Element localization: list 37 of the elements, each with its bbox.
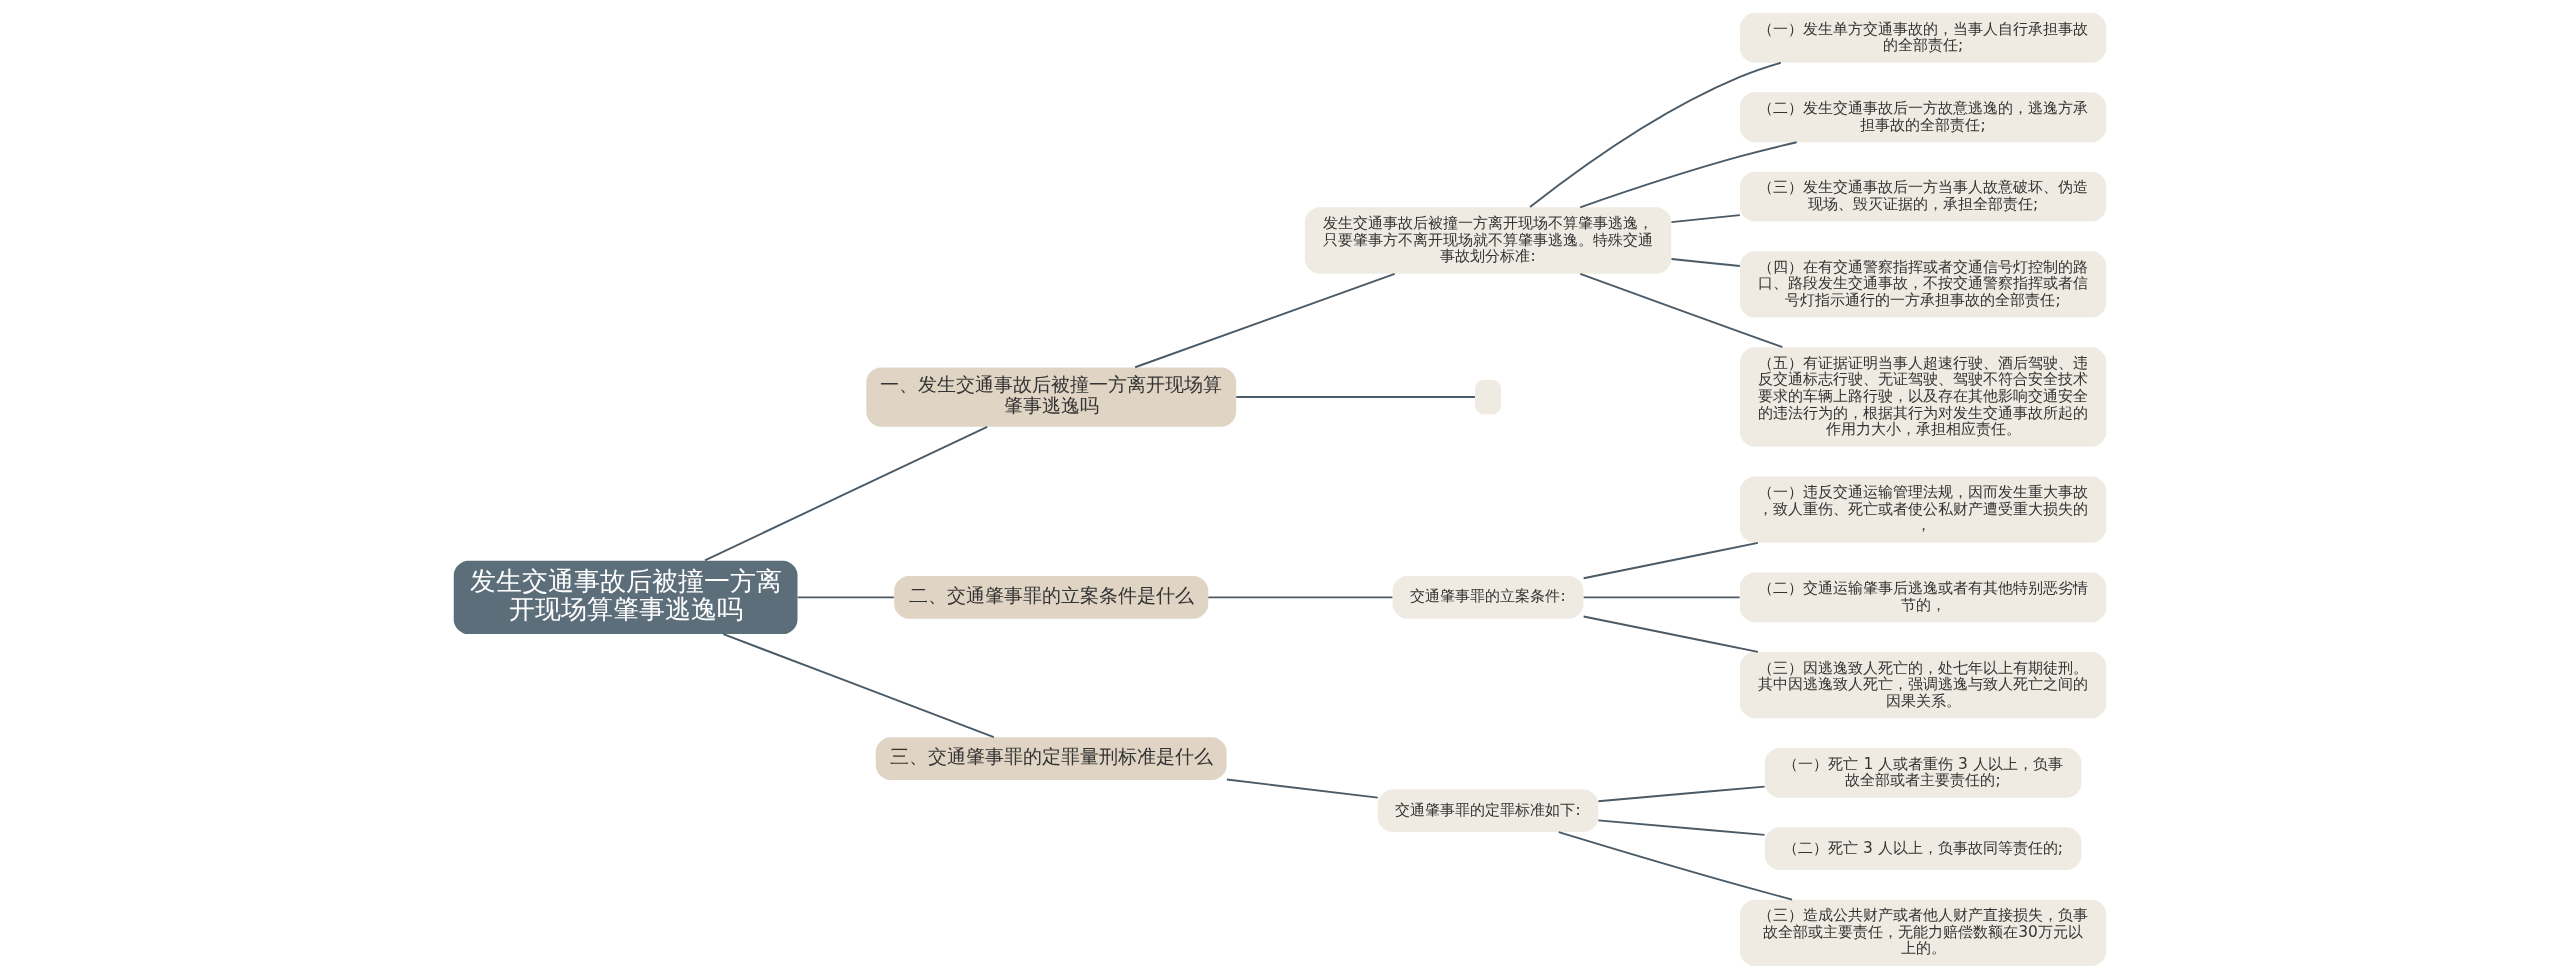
node-box: （一）违反交通运输管理法规，因而发生重大事故，致人重伤、死亡或者使公私财产遭受重大损失的， bbox=[1739, 476, 2107, 543]
node-box: （一）发生单方交通事故的，当事人自行承担事故的全部责任; bbox=[1739, 12, 2107, 63]
connector bbox=[1529, 61, 1782, 209]
node-box: 一、发生交通事故后被撞一方离开现场算肇事逃逸吗 bbox=[866, 367, 1237, 427]
connector bbox=[796, 596, 895, 599]
connector bbox=[1579, 141, 1798, 209]
connector bbox=[1597, 785, 1766, 803]
connector bbox=[1207, 596, 1394, 599]
node-box: 交通肇事罪的立案条件: bbox=[1392, 576, 1584, 619]
connector bbox=[1582, 541, 1759, 580]
node-box: 二、交通肇事罪的立案条件是什么 bbox=[894, 576, 1209, 619]
node-box: （五）有证据证明当事人超速行驶、酒后驾驶、违反交通标志行驶、无证驾驶、驾驶不符合安全技术要求的车辆上路行驶，以及存在其他影响交通安全的违法行为的，根据其行为对发生交通事故所起的作用力大小，承担相应责任。 bbox=[1739, 347, 2107, 447]
node-box: 发生交通事故后被撞一方离开现场算肇事逃逸吗 bbox=[453, 560, 798, 635]
connector bbox=[1582, 615, 1759, 653]
connector bbox=[1670, 258, 1741, 267]
connector bbox=[1235, 396, 1476, 398]
connector bbox=[1597, 819, 1766, 836]
node-box: （二）死亡 3 人以上，负事故同等责任的; bbox=[1764, 827, 2082, 871]
node-box: （四）在有交通警察指挥或者交通信号灯控制的路口、路段发生交通事故，不按交通警察指挥或者信号灯指示通行的一方承担事故的全部责任; bbox=[1739, 251, 2107, 318]
node-box: （二）发生交通事故后一方故意逃逸的，逃逸方承担事故的全部责任; bbox=[1739, 92, 2107, 143]
connector bbox=[1225, 778, 1379, 799]
node-box: （一）死亡 1 人或者重伤 3 人以上，负事故全部或者主要责任的; bbox=[1764, 747, 2082, 798]
connector bbox=[1134, 272, 1396, 369]
node-box: 发生交通事故后被撞一方离开现场不算肇事逃逸，只要肇事方不离开现场就不算肇事逃逸。特殊交通事故划分标准: bbox=[1304, 207, 1672, 274]
connector bbox=[1579, 272, 1784, 349]
connector bbox=[1670, 214, 1741, 224]
node-box: （三）发生交通事故后一方当事人故意破坏、伪造现场、毁灭证据的，承担全部责任; bbox=[1739, 171, 2107, 222]
node-box: （三）因逃逸致人死亡的，处七年以上有期徒刑。其中因逃逸致人死亡，强调逃逸与致人死亡之间的因果关系。 bbox=[1739, 651, 2107, 719]
connector bbox=[1582, 596, 1741, 599]
node-box bbox=[1475, 379, 1502, 415]
node-box: （二）交通运输肇事后逃逸或者有其他特别恶劣情节的， bbox=[1739, 572, 2107, 623]
connector bbox=[704, 425, 989, 562]
node-box: 交通肇事罪的定罪标准如下: bbox=[1377, 789, 1599, 833]
node-box: 三、交通肇事罪的定罪量刑标准是什么 bbox=[875, 737, 1227, 780]
connector bbox=[1557, 831, 1793, 901]
connector bbox=[722, 633, 995, 739]
node-box: （三）造成公共财产或者他人财产直接损失，负事故全部或主要责任，无能力赔偿数额在30万元以上的。 bbox=[1739, 899, 2107, 967]
